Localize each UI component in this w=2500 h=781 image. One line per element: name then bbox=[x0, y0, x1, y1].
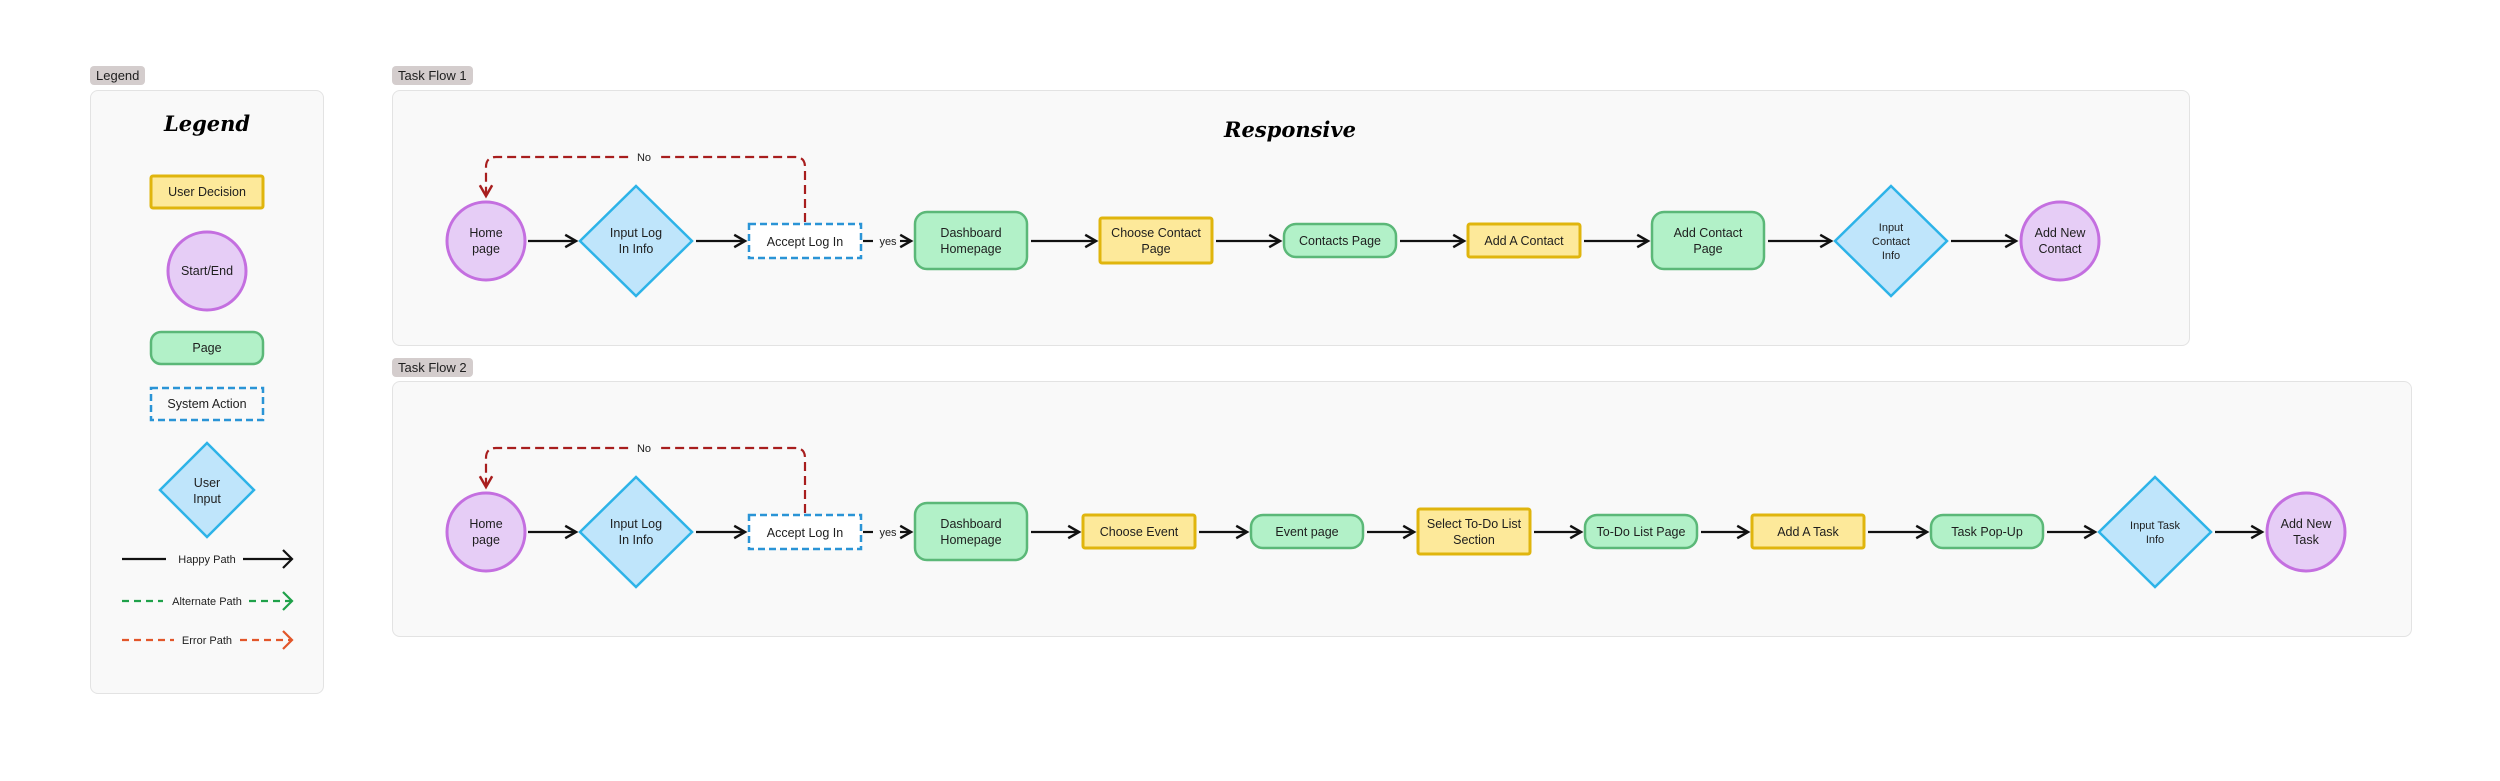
flow1-contacts-page[interactable]: Contacts Page bbox=[1282, 222, 1398, 259]
legend-happy-path-label: Happy Path bbox=[178, 554, 235, 566]
flow1-input-contact-label-3: Info bbox=[1882, 250, 1900, 262]
flow2-add-new-task-label-1: Add New bbox=[2281, 517, 2333, 531]
legend-user-input-label-1: User bbox=[194, 476, 220, 490]
flow2-choose-event[interactable]: Choose Event bbox=[1081, 513, 1197, 550]
legend-system-action[interactable]: System Action bbox=[149, 386, 265, 422]
flow1-add-contact-label: Add A Contact bbox=[1484, 234, 1564, 248]
flow2-add-task-label: Add A Task bbox=[1777, 525, 1839, 539]
flow1-home-label-2: page bbox=[472, 242, 500, 256]
legend-page[interactable]: Page bbox=[149, 330, 265, 366]
flow2-no-label: No bbox=[637, 443, 651, 455]
legend-start-end[interactable]: Start/End bbox=[166, 230, 248, 312]
flow2-input-task-label-1: Input Task bbox=[2130, 520, 2180, 532]
legend-error-path-label: Error Path bbox=[182, 635, 232, 647]
flow2-select-todo[interactable]: Select To-Do List Section bbox=[1416, 507, 1532, 556]
flow2-select-todo-label-2: Section bbox=[1453, 533, 1495, 547]
flow1-add-new-contact-end[interactable]: Add New Contact bbox=[2019, 200, 2101, 282]
flow2-yes-arrow: yes bbox=[863, 524, 914, 540]
flow2-home-label-1: Home bbox=[469, 517, 502, 531]
flow2-frame bbox=[392, 381, 2412, 637]
flow2-accept-login-label: Accept Log In bbox=[767, 526, 843, 540]
flow1-frame-tag[interactable]: Task Flow 1 bbox=[392, 66, 473, 85]
flow2-no-loop: No bbox=[478, 440, 807, 513]
flow2-choose-event-label: Choose Event bbox=[1100, 525, 1179, 539]
legend-title: Legend bbox=[163, 111, 250, 136]
flow1-home-label-1: Home bbox=[469, 226, 502, 240]
flow2-home-label-2: page bbox=[472, 533, 500, 547]
flow2-add-task[interactable]: Add A Task bbox=[1750, 513, 1866, 550]
flow1-dashboard-page[interactable]: Dashboard Homepage bbox=[913, 210, 1029, 271]
flow1-contacts-page-label: Contacts Page bbox=[1299, 234, 1381, 248]
flow1-input-contact[interactable]: Input Contact Info bbox=[1833, 184, 1949, 298]
flow1-accept-login-label: Accept Log In bbox=[767, 235, 843, 249]
flow2-task-popup-label: Task Pop-Up bbox=[1951, 525, 2023, 539]
flow1-add-contact[interactable]: Add A Contact bbox=[1466, 222, 1582, 259]
flow1-dashboard-label-1: Dashboard bbox=[940, 226, 1001, 240]
flow2-accept-login[interactable]: Accept Log In bbox=[747, 513, 863, 551]
flow2-input-task[interactable]: Input Task Info bbox=[2097, 475, 2213, 589]
legend-frame-tag[interactable]: Legend bbox=[90, 66, 146, 85]
flow2-input-task-label-2: Info bbox=[2146, 534, 2164, 546]
flow2-frame-tag[interactable]: Task Flow 2 bbox=[392, 358, 473, 377]
legend-system-action-label: System Action bbox=[167, 397, 246, 411]
flow1-yes-arrow: yes bbox=[863, 233, 914, 249]
flow1-input-login-label-2: In Info bbox=[619, 242, 654, 256]
flow1-add-new-contact-label-2: Contact bbox=[2038, 242, 2082, 256]
flow1-no-label: No bbox=[637, 152, 651, 164]
flow2-dashboard-label-2: Homepage bbox=[940, 533, 1001, 547]
legend-user-decision-label: User Decision bbox=[168, 185, 246, 199]
flow2-add-new-task-label-2: Task bbox=[2293, 533, 2319, 547]
flow2-add-new-task-end[interactable]: Add New Task bbox=[2265, 491, 2347, 573]
legend-alternate-path-label: Alternate Path bbox=[172, 596, 242, 608]
flow1-add-contact-page-label-2: Page bbox=[1693, 242, 1722, 256]
flow2-home-start[interactable]: Home page bbox=[445, 491, 527, 573]
legend-user-input-label-2: Input bbox=[193, 492, 221, 506]
legend-happy-path: Happy Path bbox=[122, 549, 294, 569]
flow1-input-login[interactable]: Input Log In Info bbox=[578, 184, 694, 298]
flow2-dashboard-page[interactable]: Dashboard Homepage bbox=[913, 501, 1029, 562]
flow1-choose-contact-label-2: Page bbox=[1141, 242, 1170, 256]
flow1-add-contact-page[interactable]: Add Contact Page bbox=[1650, 210, 1766, 271]
flow2-input-login-label-1: Input Log bbox=[610, 517, 662, 531]
legend-page-label: Page bbox=[192, 341, 221, 355]
flow1-input-login-label-1: Input Log bbox=[610, 226, 662, 240]
flow1-choose-contact-label-1: Choose Contact bbox=[1111, 226, 1201, 240]
flow1-accept-login[interactable]: Accept Log In bbox=[747, 222, 863, 260]
flow1-add-contact-page-label-1: Add Contact bbox=[1674, 226, 1743, 240]
flow2-yes-label: yes bbox=[879, 527, 897, 539]
flow1-input-contact-label-1: Input bbox=[1879, 222, 1903, 234]
legend-error-path: Error Path bbox=[122, 630, 294, 650]
legend-start-end-label: Start/End bbox=[181, 264, 233, 278]
flow2-select-todo-label-1: Select To-Do List bbox=[1427, 517, 1522, 531]
flow1-input-contact-label-2: Contact bbox=[1872, 236, 1910, 248]
flow1-title: Responsive bbox=[1223, 117, 1356, 142]
flow1-choose-contact[interactable]: Choose Contact Page bbox=[1098, 216, 1214, 265]
flow1-no-loop: No bbox=[478, 149, 807, 222]
flow1-yes-label: yes bbox=[879, 236, 897, 248]
legend-alternate-path: Alternate Path bbox=[122, 591, 294, 611]
flow1-dashboard-label-2: Homepage bbox=[940, 242, 1001, 256]
flow2-input-login[interactable]: Input Log In Info bbox=[578, 475, 694, 589]
flow2-event-page[interactable]: Event page bbox=[1249, 513, 1365, 550]
flow1-add-new-contact-label-1: Add New bbox=[2035, 226, 2087, 240]
flow2-input-login-label-2: In Info bbox=[619, 533, 654, 547]
legend-user-input[interactable]: User Input bbox=[158, 441, 256, 539]
flow2-task-popup[interactable]: Task Pop-Up bbox=[1929, 513, 2045, 550]
flow1-home-start[interactable]: Home page bbox=[445, 200, 527, 282]
flow2-event-page-label: Event page bbox=[1275, 525, 1338, 539]
legend-user-decision[interactable]: User Decision bbox=[149, 174, 265, 210]
flow2-todo-page[interactable]: To-Do List Page bbox=[1583, 513, 1699, 550]
flow2-dashboard-label-1: Dashboard bbox=[940, 517, 1001, 531]
flow2-todo-page-label: To-Do List Page bbox=[1597, 525, 1686, 539]
